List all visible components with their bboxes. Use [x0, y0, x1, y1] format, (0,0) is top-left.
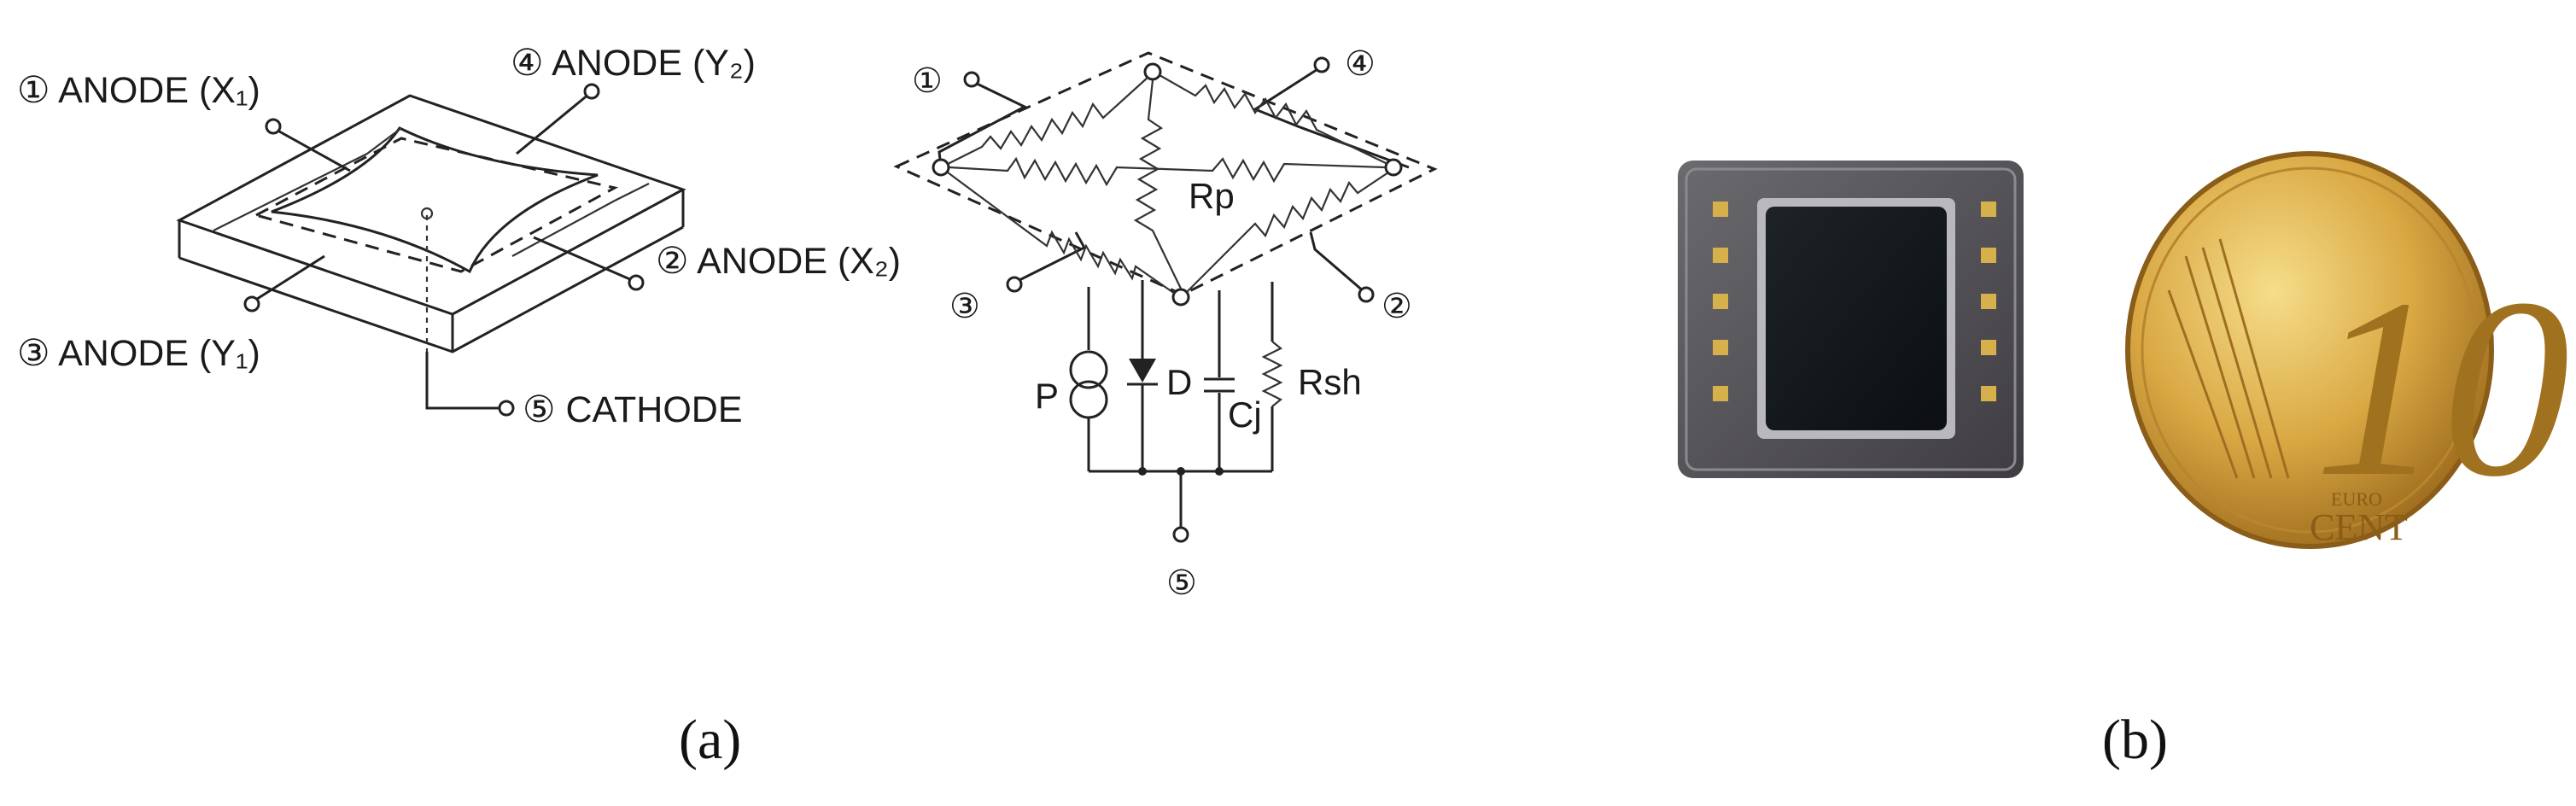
- node-right: [1384, 158, 1403, 177]
- pin2-conductor: [1309, 231, 1365, 294]
- anode-y1-lead: [254, 254, 325, 302]
- pin4-terminal: [1313, 56, 1330, 73]
- node-top: [1143, 62, 1162, 81]
- caption-a: (a): [679, 709, 741, 771]
- node-bottom: [1171, 288, 1190, 307]
- psd-equivalent-circuit: ① ④ ② ③ Rp P D Cj Rsh ⑤: [893, 45, 1438, 602]
- pin5-terminal: [1172, 526, 1189, 543]
- anode-x2-lead: [533, 236, 633, 282]
- resistive-layer-shape: [271, 126, 599, 274]
- anode-y1-label: ③ ANODE (Y₁): [17, 333, 260, 374]
- anode-x2-label: ② ANODE (X₂): [656, 241, 901, 282]
- cathode-contact: [420, 207, 434, 220]
- pin1-terminal: [963, 71, 980, 88]
- coin-euro: EURO: [2331, 488, 2382, 510]
- p-label: P: [1035, 376, 1059, 416]
- coin-cent: CENT: [2310, 506, 2408, 548]
- pin4-conductor: [1252, 65, 1410, 169]
- rsh-label: Rsh: [1298, 362, 1362, 402]
- pin2-terminal: [1358, 286, 1375, 303]
- cathode-lead: [425, 352, 499, 410]
- pin3-label: ③: [949, 288, 980, 325]
- ten-cent-coin-photo: 10 EURO CENT: [2125, 151, 2570, 549]
- anode-x1-label: ① ANODE (X₁): [17, 70, 260, 111]
- diode-symbol: [1129, 359, 1156, 383]
- rp-resistor-right-bottom: [1186, 172, 1389, 293]
- d-label: D: [1166, 362, 1192, 402]
- psd-chip-photo: [1678, 161, 2024, 478]
- rp-resistor-center-horizontal: [949, 156, 1386, 187]
- caption-b: (b): [2102, 709, 2168, 771]
- anode-y2-label: ④ ANODE (Y₂): [511, 43, 756, 84]
- anode-y1-terminal: [243, 295, 260, 312]
- node-left: [932, 158, 950, 177]
- rp-resistor-top-right: [1159, 74, 1388, 165]
- anode-x2-terminal: [628, 274, 645, 291]
- cathode-terminal: [498, 400, 515, 417]
- cj-label: Cj: [1228, 394, 1262, 435]
- current-source-upper: [1069, 350, 1108, 389]
- junction-dot: [1138, 467, 1147, 476]
- rp-label: Rp: [1189, 176, 1235, 216]
- pin3-terminal: [1006, 276, 1023, 293]
- pin2-label: ②: [1381, 288, 1412, 325]
- pin4-label: ④: [1345, 45, 1376, 83]
- coin-body: [2125, 151, 2494, 549]
- rp-resistor-bottom-left: [947, 172, 1176, 295]
- coin-rim: [2141, 166, 2479, 534]
- cathode-label: ⑤ CATHODE: [523, 389, 743, 430]
- pin1-conductor: [938, 79, 1028, 168]
- photosensitive-area: [1766, 207, 1947, 430]
- rp-resistor-left-top: [947, 76, 1149, 165]
- psd-sensor-3d-diagram: ① ANODE (X₁) ④ ANODE (Y₂) ② ANODE (X₂) ③…: [17, 43, 901, 430]
- circuit-boundary: [893, 51, 1438, 296]
- anode-y2-terminal: [583, 83, 600, 100]
- pin1-label: ①: [912, 62, 943, 100]
- active-area-outline: [252, 137, 619, 273]
- junction-dot: [1215, 467, 1224, 476]
- electrode-strip: [511, 183, 650, 257]
- anode-x1-terminal: [265, 118, 282, 135]
- coin-denomination: 10: [2314, 246, 2570, 529]
- rsh-resistor: [1261, 341, 1283, 407]
- pin3-conductor: [1015, 231, 1087, 283]
- coin-map-lines: [2167, 238, 2290, 479]
- rp-resistor-center-vertical: [1133, 79, 1182, 289]
- electrode-strip: [213, 127, 402, 231]
- chip-pads: [1713, 202, 1996, 401]
- anode-x1-lead: [272, 126, 351, 172]
- chip-bezel: [1685, 167, 2017, 471]
- anode-y2-lead: [516, 92, 590, 155]
- pin5-label: ⑤: [1166, 564, 1197, 602]
